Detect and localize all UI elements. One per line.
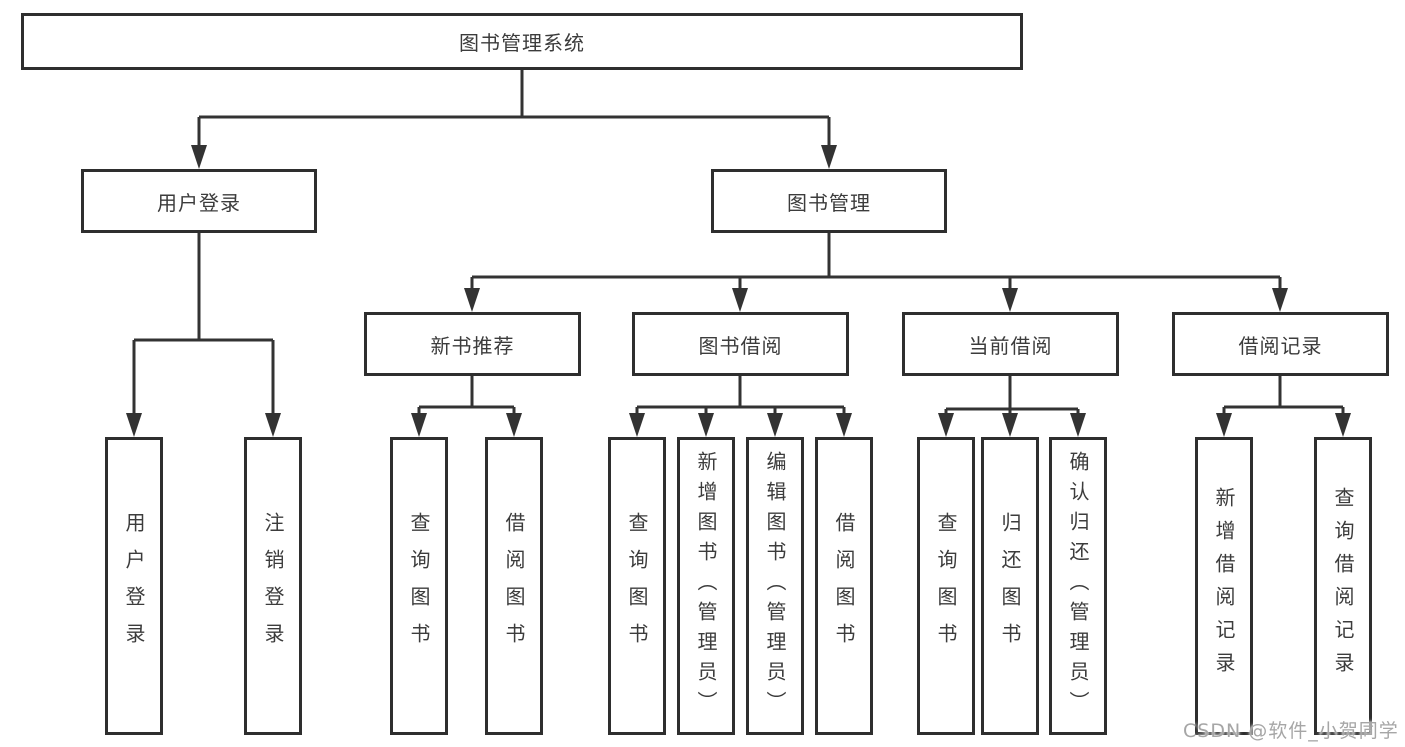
leaf-query-books: 查询图书 [917,437,975,735]
node-label: 新增图书（管理员） [694,451,718,721]
arrowhead [732,288,748,312]
arrowhead [938,413,954,437]
leaf-query-books: 查询图书 [608,437,666,735]
arrowhead [629,413,645,437]
node-label: 借阅记录 [1238,333,1323,358]
node-label: 确认归还（管理员） [1066,451,1090,721]
leaf-confirm-return-admin: 确认归还（管理员） [1049,437,1107,735]
node-label: 编辑图书（管理员） [763,451,787,721]
node-user-login-module: 用户登录 [81,169,317,233]
arrowhead [1070,413,1086,437]
node-root-library-system: 图书管理系统 [21,13,1023,70]
leaf-query-books: 查询图书 [390,437,448,735]
node-label: 查询图书 [934,512,958,660]
csdn-watermark: CSDN @软件_小贺同学 [1183,720,1399,742]
arrowhead [191,145,207,169]
arrowhead [1335,413,1351,437]
leaf-user-login: 用户登录 [105,437,163,735]
leaf-query-borrow-record: 查询借阅记录 [1314,437,1372,735]
node-label: 查询图书 [625,512,649,660]
node-label: 新增借阅记录 [1212,487,1236,685]
node-label: 查询借阅记录 [1331,487,1355,685]
arrowhead [506,413,522,437]
node-current-borrowing: 当前借阅 [902,312,1119,376]
arrowhead [1002,413,1018,437]
node-label: 当前借阅 [968,333,1053,358]
leaf-return-books: 归还图书 [981,437,1039,735]
node-borrowing-records: 借阅记录 [1172,312,1389,376]
node-label: 新书推荐 [430,333,515,358]
leaf-add-books-admin: 新增图书（管理员） [677,437,735,735]
node-book-management-module: 图书管理 [711,169,947,233]
leaf-borrow-books: 借阅图书 [815,437,873,735]
node-label: 查询图书 [407,512,431,660]
arrowhead [1002,288,1018,312]
node-label: 用户登录 [122,512,146,660]
leaf-edit-books-admin: 编辑图书（管理员） [746,437,804,735]
node-label: 注销登录 [261,512,285,660]
node-label: 归还图书 [998,512,1022,660]
arrowhead [411,413,427,437]
leaf-add-borrow-record: 新增借阅记录 [1195,437,1253,735]
node-label: 图书管理系统 [459,31,585,55]
node-label: 借阅图书 [832,512,856,660]
leaf-logout: 注销登录 [244,437,302,735]
node-label: 图书管理 [787,190,871,215]
arrowhead [698,413,714,437]
arrowhead [1216,413,1232,437]
node-new-book-recommend: 新书推荐 [364,312,581,376]
arrowhead [767,413,783,437]
arrowhead [464,288,480,312]
arrowhead [836,413,852,437]
leaf-borrow-books: 借阅图书 [485,437,543,735]
arrowhead [1272,288,1288,312]
node-label: 借阅图书 [502,512,526,660]
node-label: 图书借阅 [698,333,783,358]
node-label: 用户登录 [157,190,241,215]
arrowhead [821,145,837,169]
node-book-borrowing: 图书借阅 [632,312,849,376]
arrowhead [265,413,281,437]
arrowhead [126,413,142,437]
